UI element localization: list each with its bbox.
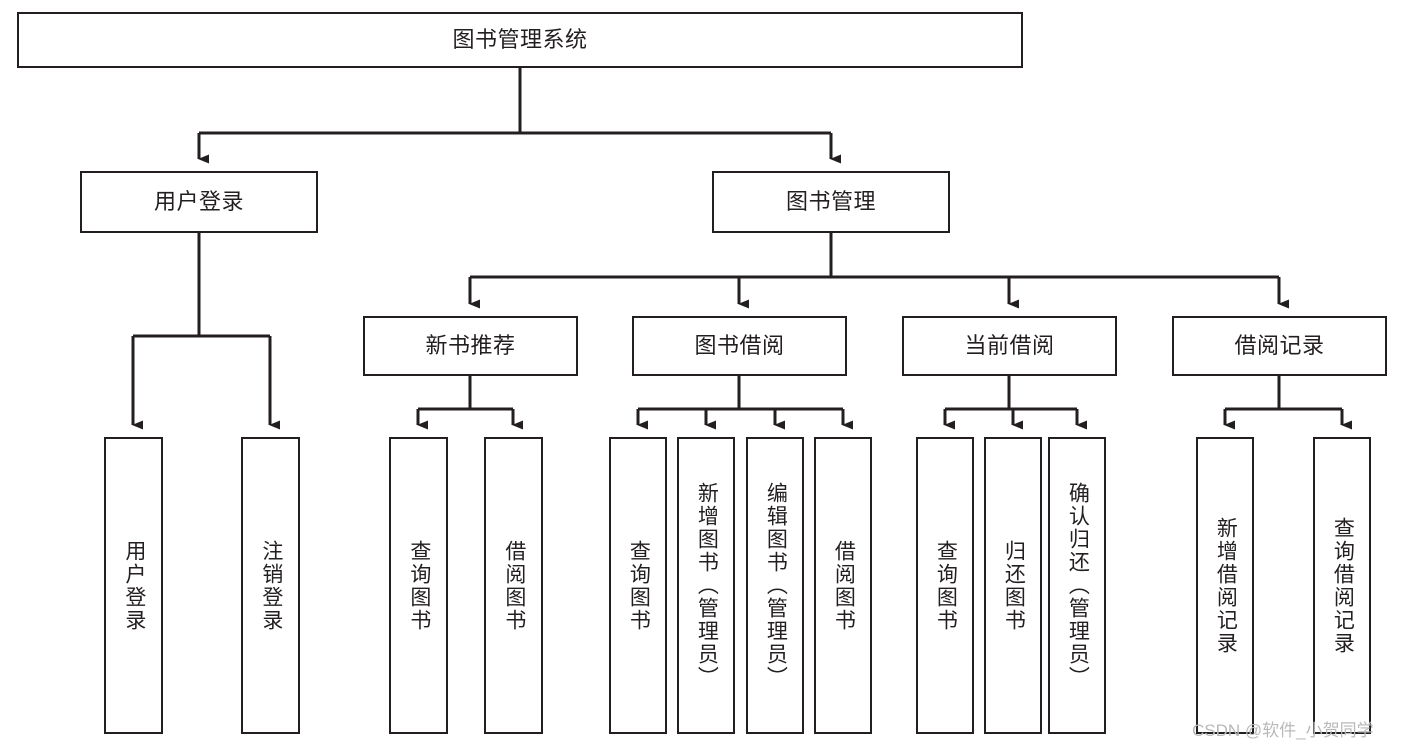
conn-book-borrow-children (636, 376, 853, 430)
conn-current-borrow-children (943, 376, 1087, 430)
node-label-leaf-user-login: 用户登录 (122, 539, 146, 632)
conn-borrow-record-children (1223, 376, 1352, 430)
node-label-book-manage: 图书管理 (785, 188, 876, 214)
node-label-root: 图书管理系统 (452, 26, 588, 52)
node-label-leaf-return-book: 归还图书 (1002, 539, 1026, 632)
node-leaf-add-record[interactable]: 新增借阅记录 (1196, 437, 1254, 734)
node-label-leaf-query-book-2: 查询图书 (627, 539, 651, 632)
node-label-leaf-borrow-book-2: 借阅图书 (832, 539, 856, 632)
node-label-leaf-query-record: 查询借阅记录 (1331, 516, 1355, 655)
node-leaf-query-record[interactable]: 查询借阅记录 (1313, 437, 1371, 734)
node-leaf-add-book[interactable]: 新增图书（管理员） (677, 437, 735, 734)
node-label-leaf-query-book-1: 查询图书 (407, 539, 431, 632)
node-leaf-confirm-return[interactable]: 确认归还（管理员） (1048, 437, 1106, 734)
node-leaf-query-book-1[interactable]: 查询图书 (389, 437, 448, 734)
conn-new-book-rec-children (416, 376, 523, 430)
node-label-leaf-edit-book: 编辑图书（管理员） (764, 482, 788, 689)
node-label-current-borrow: 当前借阅 (964, 332, 1055, 358)
node-label-new-book-rec: 新书推荐 (425, 332, 516, 358)
node-label-leaf-add-record: 新增借阅记录 (1214, 516, 1238, 655)
conn-book-manage-children (468, 233, 1289, 309)
node-leaf-edit-book[interactable]: 编辑图书（管理员） (746, 437, 804, 734)
node-leaf-user-logout[interactable]: 注销登录 (241, 437, 300, 734)
node-leaf-query-book-2[interactable]: 查询图书 (609, 437, 667, 734)
node-borrow-record[interactable]: 借阅记录 (1172, 316, 1387, 376)
connectors-group (131, 68, 1352, 430)
node-user-login[interactable]: 用户登录 (80, 171, 318, 233)
node-label-leaf-user-logout: 注销登录 (259, 539, 283, 632)
conn-root-children (197, 68, 841, 164)
node-leaf-borrow-book-2[interactable]: 借阅图书 (814, 437, 872, 734)
node-leaf-user-login[interactable]: 用户登录 (104, 437, 163, 734)
node-label-leaf-confirm-return: 确认归还（管理员） (1066, 482, 1090, 689)
node-current-borrow[interactable]: 当前借阅 (902, 316, 1117, 376)
node-label-user-login: 用户登录 (153, 188, 244, 214)
node-label-book-borrow: 图书借阅 (694, 332, 785, 358)
node-label-borrow-record: 借阅记录 (1234, 332, 1325, 358)
node-new-book-rec[interactable]: 新书推荐 (363, 316, 578, 376)
node-book-borrow[interactable]: 图书借阅 (632, 316, 847, 376)
node-label-leaf-borrow-book-1: 借阅图书 (502, 539, 526, 632)
node-label-leaf-add-book: 新增图书（管理员） (695, 482, 719, 689)
node-book-manage[interactable]: 图书管理 (712, 171, 950, 233)
node-leaf-return-book[interactable]: 归还图书 (984, 437, 1042, 734)
node-root[interactable]: 图书管理系统 (17, 12, 1023, 68)
node-leaf-query-book-3[interactable]: 查询图书 (916, 437, 974, 734)
conn-user-login-children (131, 233, 280, 430)
node-label-leaf-query-book-3: 查询图书 (934, 539, 958, 632)
node-leaf-borrow-book-1[interactable]: 借阅图书 (484, 437, 543, 734)
